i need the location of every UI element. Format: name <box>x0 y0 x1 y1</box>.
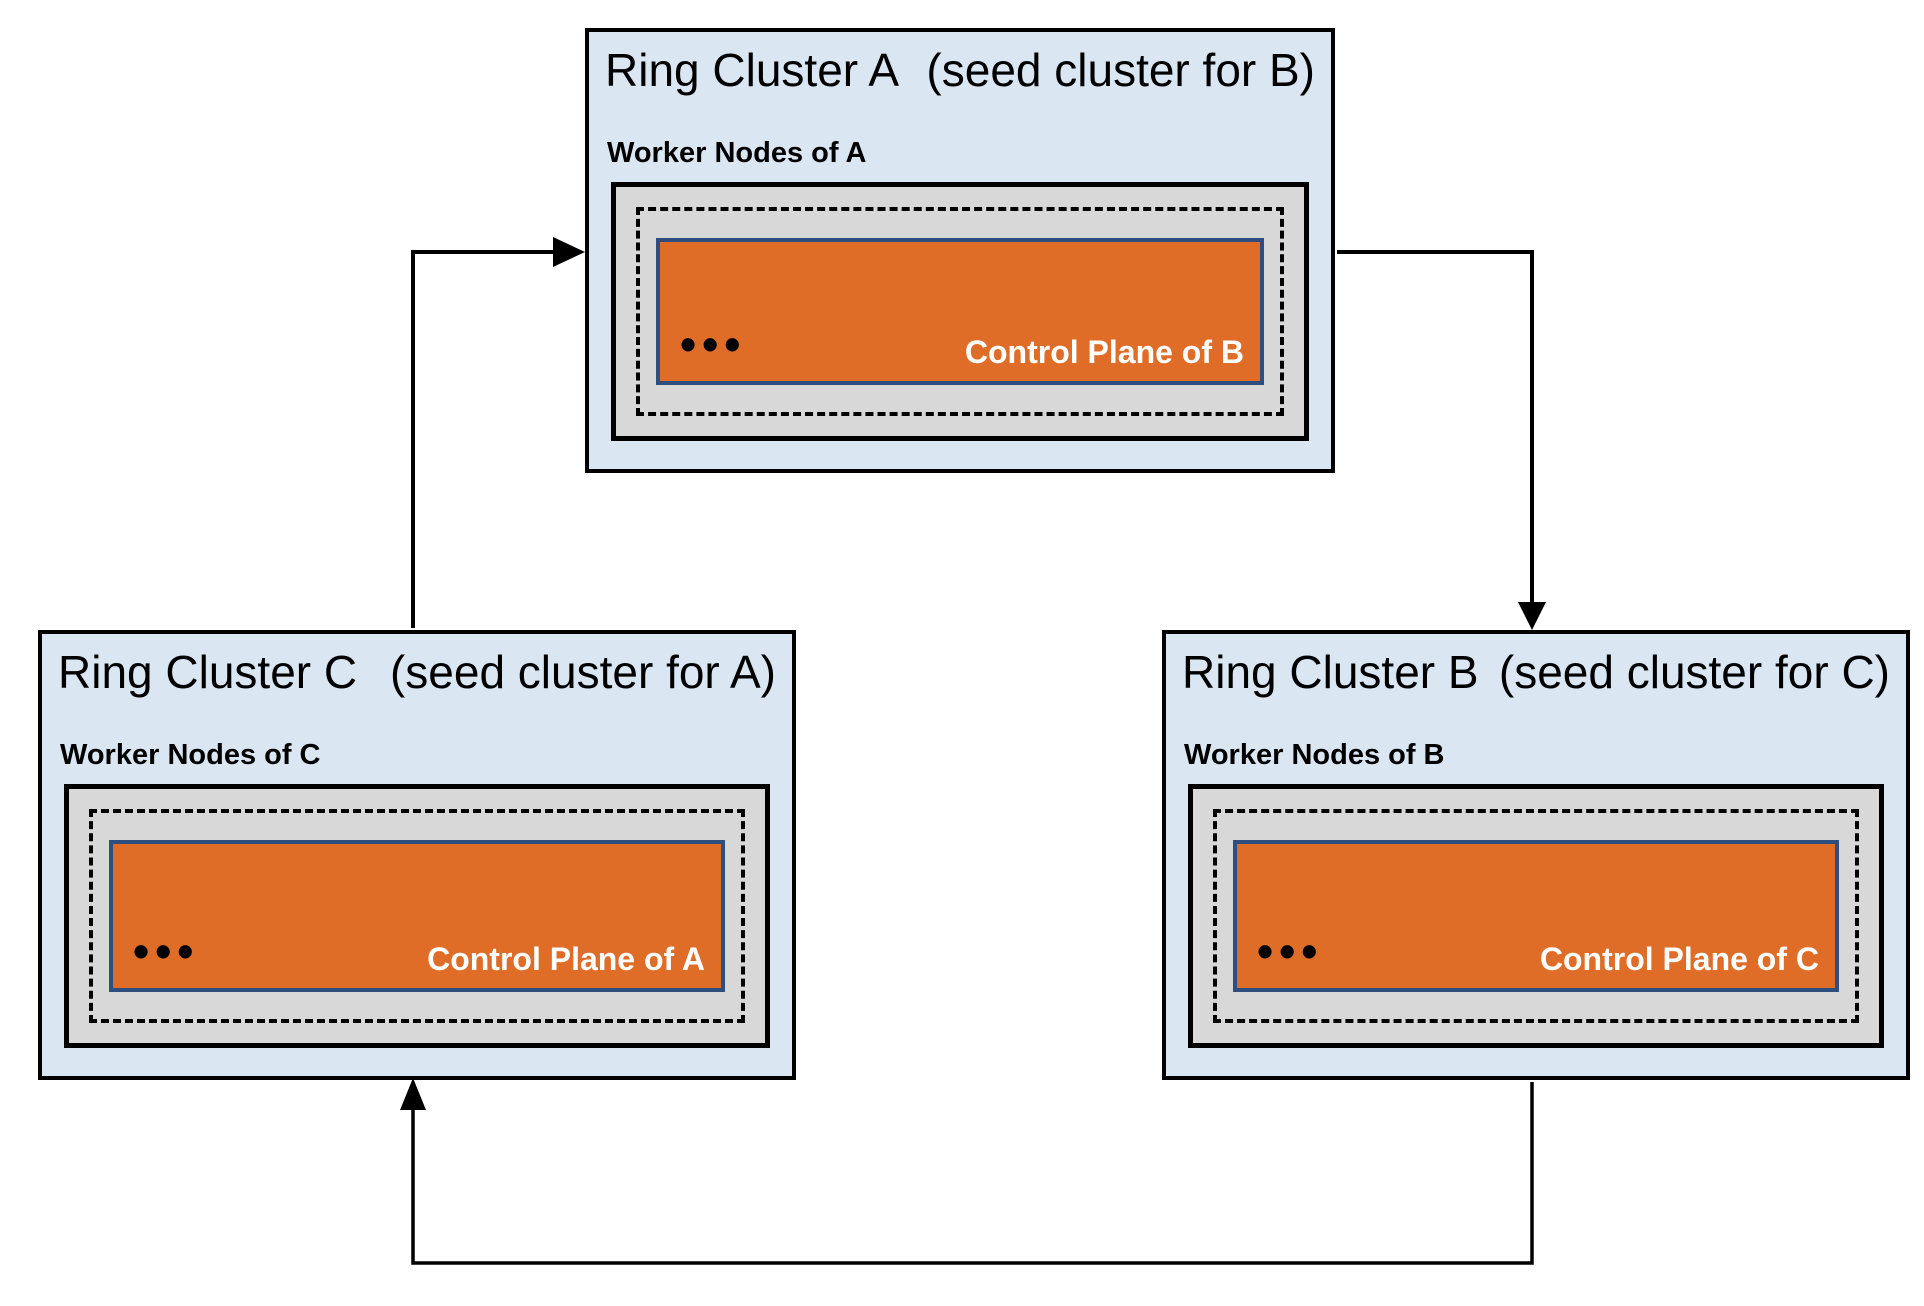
ellipsis-dots: ••• <box>1257 925 1324 977</box>
cluster-b-title: Ring Cluster B <box>1182 646 1479 698</box>
cluster-b-title-row: Ring Cluster B (seed cluster for C) <box>1166 634 1906 702</box>
cluster-a-subtitle: (seed cluster for B) <box>926 44 1315 96</box>
cluster-b: Ring Cluster B (seed cluster for C) Work… <box>1162 630 1910 1080</box>
arrow-a-to-b <box>1337 250 1546 630</box>
cluster-a-control-plane-label: Control Plane of B <box>964 333 1244 370</box>
ellipsis-dots: ••• <box>680 318 747 370</box>
cluster-c-worker-nodes-box: ••• Control Plane of A <box>64 784 770 1048</box>
cluster-b-subtitle: (seed cluster for C) <box>1498 646 1890 698</box>
cluster-a-title: Ring Cluster A <box>605 44 900 96</box>
cluster-c-dashed-boundary: ••• Control Plane of A <box>89 809 745 1023</box>
cluster-a-worker-nodes-box: ••• Control Plane of B <box>611 182 1309 441</box>
cluster-a: Ring Cluster A (seed cluster for B) Work… <box>585 28 1335 473</box>
arrow-c-to-a <box>411 237 585 628</box>
cluster-c-worker-nodes-label: Worker Nodes of C <box>60 739 321 771</box>
cluster-c-title: Ring Cluster C <box>58 646 358 698</box>
cluster-c-title-row: Ring Cluster C (seed cluster for A) <box>42 634 792 702</box>
cluster-b-worker-nodes-box: ••• Control Plane of C <box>1188 784 1884 1048</box>
cluster-b-dashed-boundary: ••• Control Plane of C <box>1213 809 1859 1023</box>
cluster-a-control-plane-box: ••• Control Plane of B <box>656 238 1264 385</box>
cluster-c-control-plane-label: Control Plane of A <box>427 940 705 977</box>
cluster-c-control-plane-box: ••• Control Plane of A <box>109 840 725 992</box>
cluster-a-title-row: Ring Cluster A (seed cluster for B) <box>589 32 1331 100</box>
cluster-a-dashed-boundary: ••• Control Plane of B <box>636 207 1284 416</box>
arrow-b-to-c <box>400 1078 1534 1265</box>
cluster-b-control-plane-label: Control Plane of C <box>1539 940 1819 977</box>
ellipsis-dots: ••• <box>133 925 200 977</box>
cluster-c-subtitle: (seed cluster for A) <box>389 646 776 698</box>
cluster-b-control-plane-box: ••• Control Plane of C <box>1233 840 1839 992</box>
cluster-a-worker-nodes-label: Worker Nodes of A <box>607 137 867 169</box>
cluster-b-worker-nodes-label: Worker Nodes of B <box>1184 739 1445 771</box>
cluster-c: Ring Cluster C (seed cluster for A) Work… <box>38 630 796 1080</box>
